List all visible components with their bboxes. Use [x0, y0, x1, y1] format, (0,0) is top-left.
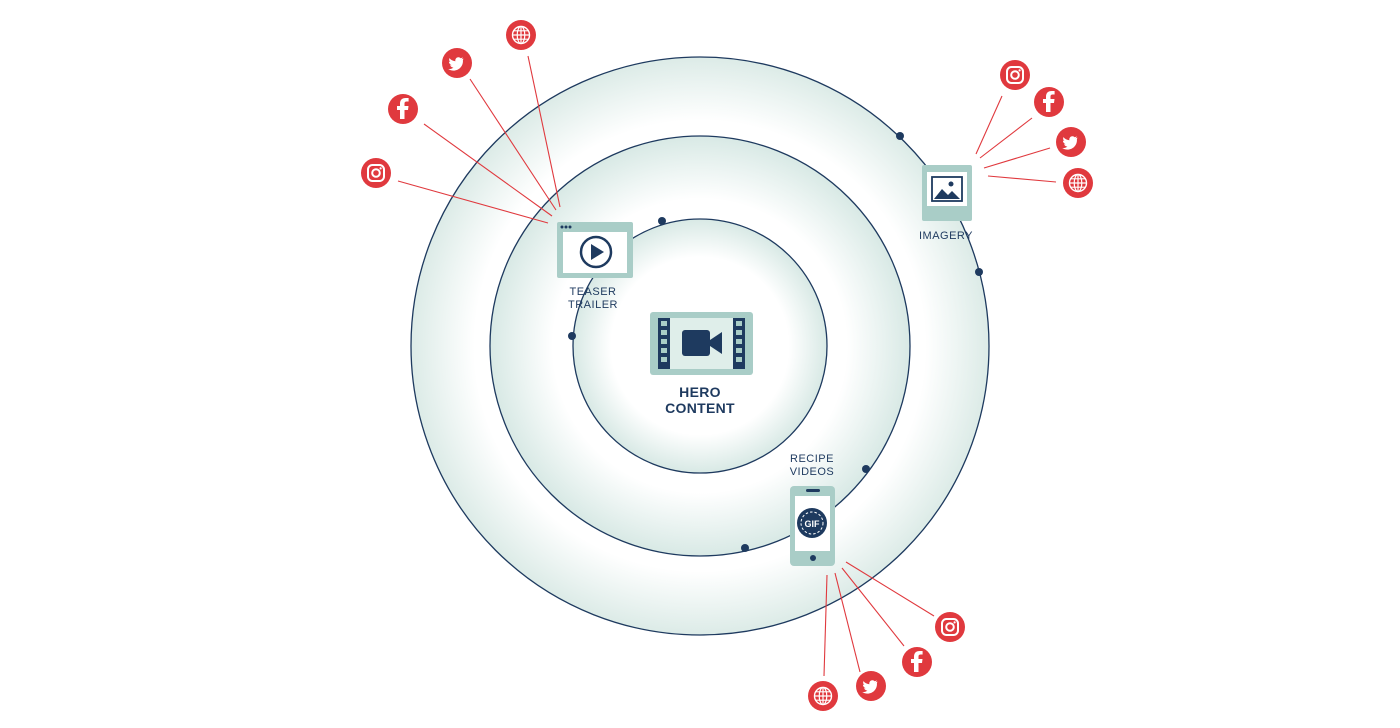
facebook-icon[interactable]: [1034, 87, 1064, 117]
imagery-label-line1: IMAGERY: [918, 230, 974, 242]
twitter-icon[interactable]: [856, 671, 886, 701]
connector-line: [841, 567, 905, 647]
connector-lines: [397, 55, 1057, 677]
orbit-dots: [568, 132, 983, 552]
gif-text: GIF: [805, 519, 821, 529]
instagram-icon[interactable]: [361, 158, 391, 188]
phone-gif-icon[interactable]: GIF: [790, 486, 835, 566]
orbit-dot: [741, 544, 749, 552]
hero-content-label: HERO CONTENT: [640, 384, 760, 416]
connector-line: [469, 78, 557, 211]
facebook-icon[interactable]: [902, 647, 932, 677]
connector-line: [979, 117, 1033, 159]
recipe-label-line2: VIDEOS: [789, 466, 835, 478]
facebook-icon[interactable]: [388, 94, 418, 124]
connector-line: [834, 572, 861, 673]
picture-frame-icon[interactable]: [922, 165, 972, 221]
teaser-label-line2: TRAILER: [568, 299, 618, 311]
connector-line: [423, 123, 553, 217]
social-icons: [361, 20, 1093, 711]
connector-line: [397, 180, 549, 224]
play-window-icon[interactable]: [557, 222, 633, 278]
connector-line: [845, 561, 935, 617]
twitter-icon[interactable]: [1056, 127, 1086, 157]
recipe-label-line1: RECIPE: [790, 453, 834, 465]
instagram-icon[interactable]: [1000, 60, 1030, 90]
orbit-dot: [975, 268, 983, 276]
imagery-label: IMAGERY: [906, 230, 986, 243]
connector-line: [823, 574, 828, 677]
connector-line: [987, 175, 1057, 183]
globe-icon[interactable]: [1063, 168, 1093, 198]
orbit-dot: [896, 132, 904, 140]
hero-label-line2: CONTENT: [665, 400, 735, 416]
teaser-label-line1: TEASER: [569, 286, 617, 298]
connector-line: [983, 147, 1051, 169]
orbit-dot: [568, 332, 576, 340]
globe-icon[interactable]: [506, 20, 536, 50]
connector-line: [975, 95, 1003, 155]
connector-line: [527, 55, 561, 208]
teaser-trailer-label: TEASER TRAILER: [545, 286, 641, 312]
twitter-icon[interactable]: [442, 48, 472, 78]
orbit-dot: [658, 217, 666, 225]
film-camera-icon: [650, 312, 753, 375]
orbit-dot: [862, 465, 870, 473]
recipe-videos-label: RECIPE VIDEOS: [772, 453, 852, 479]
instagram-icon[interactable]: [935, 612, 965, 642]
hero-label-line1: HERO: [679, 384, 721, 400]
globe-icon[interactable]: [808, 681, 838, 711]
